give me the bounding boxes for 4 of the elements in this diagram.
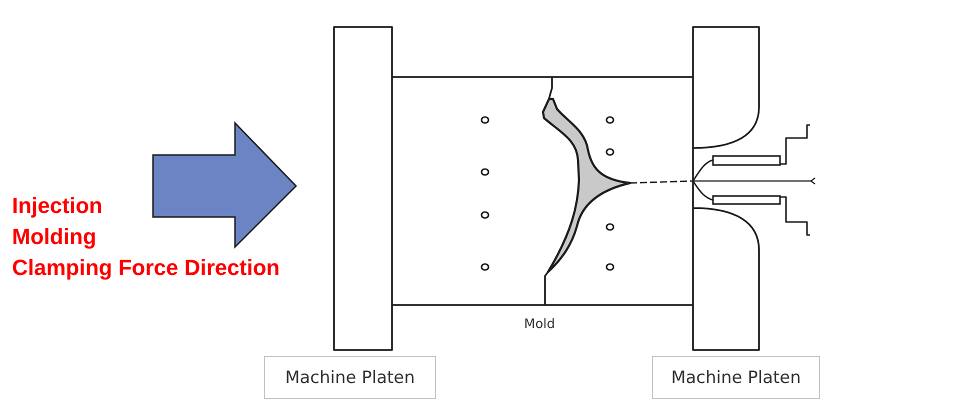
part-label: Machine Platen — [264, 356, 436, 399]
part-label: Machine Platen — [652, 356, 820, 399]
part-label: Mold — [524, 317, 556, 332]
annotation-text: Injection Molding Clamping Force Direction — [12, 192, 280, 282]
